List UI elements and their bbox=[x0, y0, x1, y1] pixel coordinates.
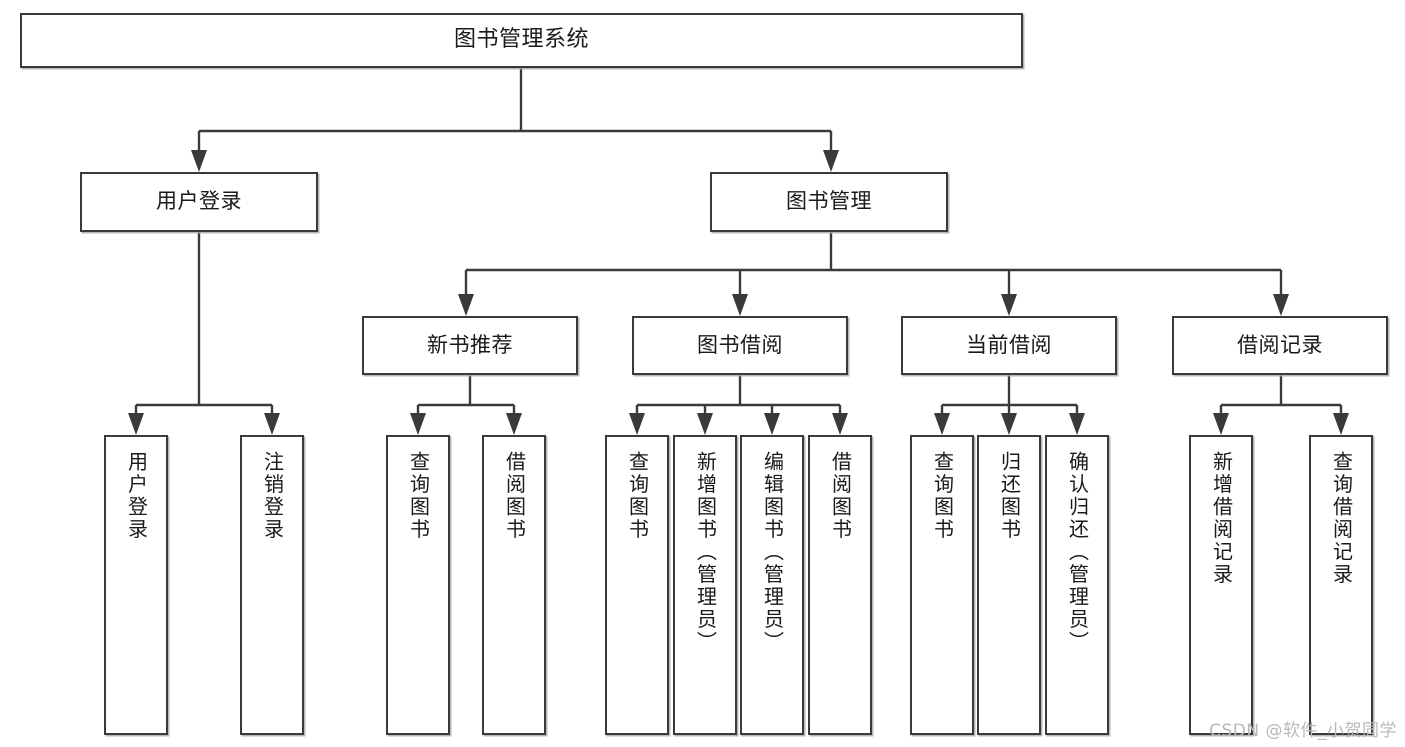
leaf-new-book-query-book[interactable]: 查询图书 bbox=[386, 435, 450, 735]
leaf-current-borrow-query-book[interactable]: 查询图书 bbox=[910, 435, 974, 735]
arrow-to-borrow-record bbox=[1273, 294, 1289, 316]
arrow-to-user-login bbox=[191, 150, 207, 172]
arrow-borrow-record-l1 bbox=[1213, 413, 1229, 435]
csdn-watermark: CSDN @软件_小贺同学 bbox=[1209, 721, 1397, 741]
node-label: 新书推荐 bbox=[427, 332, 513, 357]
arrow-user-login-l1 bbox=[128, 413, 144, 435]
arrow-user-login-l2 bbox=[264, 413, 280, 435]
node-borrow-record[interactable]: 借阅记录 bbox=[1172, 316, 1388, 375]
node-label: 查询借阅记录 bbox=[1329, 451, 1354, 586]
node-label: 图书管理系统 bbox=[453, 27, 589, 53]
leaf-current-borrow-return-book[interactable]: 归还图书 bbox=[977, 435, 1041, 735]
node-label: 借阅图书 bbox=[828, 451, 853, 541]
leaf-user-login-logout[interactable]: 注销登录 bbox=[240, 435, 304, 735]
node-new-book-recommend[interactable]: 新书推荐 bbox=[362, 316, 578, 375]
node-label: 借阅图书 bbox=[502, 451, 527, 541]
node-current-borrow[interactable]: 当前借阅 bbox=[901, 316, 1117, 375]
node-label: 图书管理 bbox=[786, 189, 872, 214]
node-label: 用户登录 bbox=[156, 189, 242, 214]
node-label: 当前借阅 bbox=[966, 332, 1052, 357]
arrow-to-book-borrow bbox=[732, 294, 748, 316]
node-label: 确认归还（管理员） bbox=[1065, 451, 1090, 654]
arrow-new-book-l2 bbox=[506, 413, 522, 435]
arrow-borrow-record-l2 bbox=[1333, 413, 1349, 435]
arrow-current-borrow-l2 bbox=[1001, 413, 1017, 435]
node-label: 归还图书 bbox=[997, 451, 1022, 541]
node-label: 图书借阅 bbox=[697, 332, 783, 357]
node-label: 用户登录 bbox=[124, 451, 149, 541]
arrow-book-borrow-l4 bbox=[832, 413, 848, 435]
arrow-new-book-l1 bbox=[410, 413, 426, 435]
leaf-book-borrow-add-book-admin[interactable]: 新增图书（管理员） bbox=[673, 435, 737, 735]
arrow-current-borrow-l1 bbox=[934, 413, 950, 435]
leaf-current-borrow-confirm-return-admin[interactable]: 确认归还（管理员） bbox=[1045, 435, 1109, 735]
node-label: 新增借阅记录 bbox=[1209, 451, 1234, 586]
arrow-book-borrow-l3 bbox=[764, 413, 780, 435]
node-user-login[interactable]: 用户登录 bbox=[80, 172, 318, 232]
arrow-to-new-book bbox=[458, 294, 474, 316]
leaf-book-borrow-query-book[interactable]: 查询图书 bbox=[605, 435, 669, 735]
leaf-borrow-record-add-record[interactable]: 新增借阅记录 bbox=[1189, 435, 1253, 735]
node-label: 查询图书 bbox=[625, 451, 650, 541]
leaf-book-borrow-borrow-book[interactable]: 借阅图书 bbox=[808, 435, 872, 735]
node-book-borrow[interactable]: 图书借阅 bbox=[632, 316, 848, 375]
leaf-book-borrow-edit-book-admin[interactable]: 编辑图书（管理员） bbox=[740, 435, 804, 735]
leaf-borrow-record-query-record[interactable]: 查询借阅记录 bbox=[1309, 435, 1373, 735]
leaf-user-login-do-login[interactable]: 用户登录 bbox=[104, 435, 168, 735]
arrow-to-current-borrow bbox=[1001, 294, 1017, 316]
node-label: 借阅记录 bbox=[1237, 332, 1323, 357]
arrow-book-borrow-l2 bbox=[697, 413, 713, 435]
node-label: 查询图书 bbox=[406, 451, 431, 541]
arrow-book-borrow-l1 bbox=[629, 413, 645, 435]
arrow-current-borrow-l3 bbox=[1069, 413, 1085, 435]
node-root-book-management-system[interactable]: 图书管理系统 bbox=[20, 13, 1023, 68]
node-label: 编辑图书（管理员） bbox=[760, 451, 785, 654]
arrow-to-book-manage bbox=[823, 150, 839, 172]
leaf-new-book-borrow-book[interactable]: 借阅图书 bbox=[482, 435, 546, 735]
node-label: 新增图书（管理员） bbox=[693, 451, 718, 654]
node-book-management[interactable]: 图书管理 bbox=[710, 172, 948, 232]
node-label: 查询图书 bbox=[930, 451, 955, 541]
node-label: 注销登录 bbox=[260, 451, 285, 541]
